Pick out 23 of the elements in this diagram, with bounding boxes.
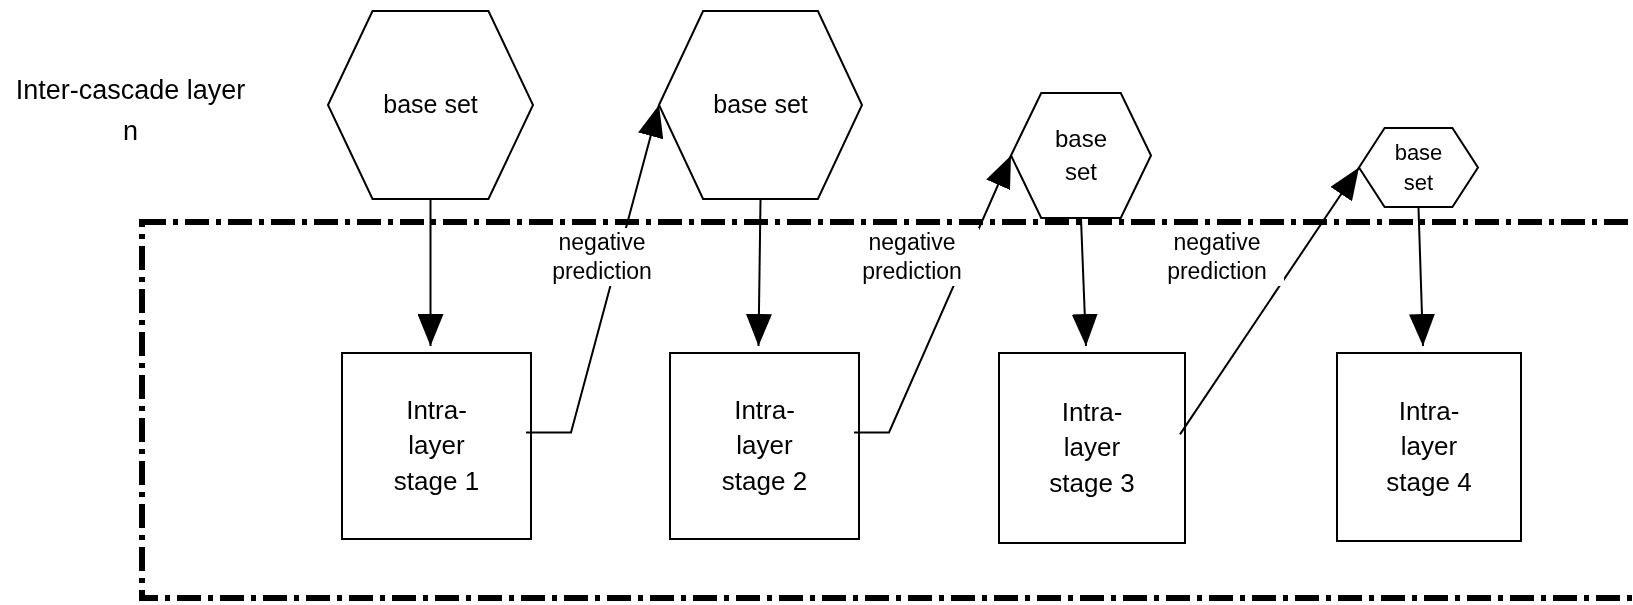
node-label: base set [712, 89, 809, 121]
stage-box [998, 352, 1186, 544]
node-label: base set [1393, 138, 1444, 197]
stage-label: Intra-layer stage 2 [720, 394, 809, 498]
stage-label: Intra-layer stage 4 [1385, 395, 1473, 499]
base-set-hexagon [658, 10, 863, 200]
dash-dot-boundary [139, 219, 1633, 601]
arrow [417, 199, 444, 347]
stage-label: Intra-layer stage 1 [392, 394, 481, 498]
stage-box [341, 352, 532, 540]
arrow [745, 199, 772, 347]
node-label: base set [1053, 124, 1108, 187]
layer-title: Inter-cascade layer n [14, 74, 247, 148]
arrow [1408, 207, 1435, 347]
arrow [1071, 218, 1098, 347]
stage-box [669, 352, 860, 540]
base-set-hexagon [1010, 92, 1152, 219]
base-set-hexagon [1358, 127, 1479, 208]
stage-label: Intra-layer stage 3 [1048, 396, 1136, 500]
node-label: base set [382, 89, 479, 121]
base-set-hexagon [327, 10, 534, 200]
stage-box [1336, 352, 1522, 542]
arrow [1179, 166, 1360, 436]
